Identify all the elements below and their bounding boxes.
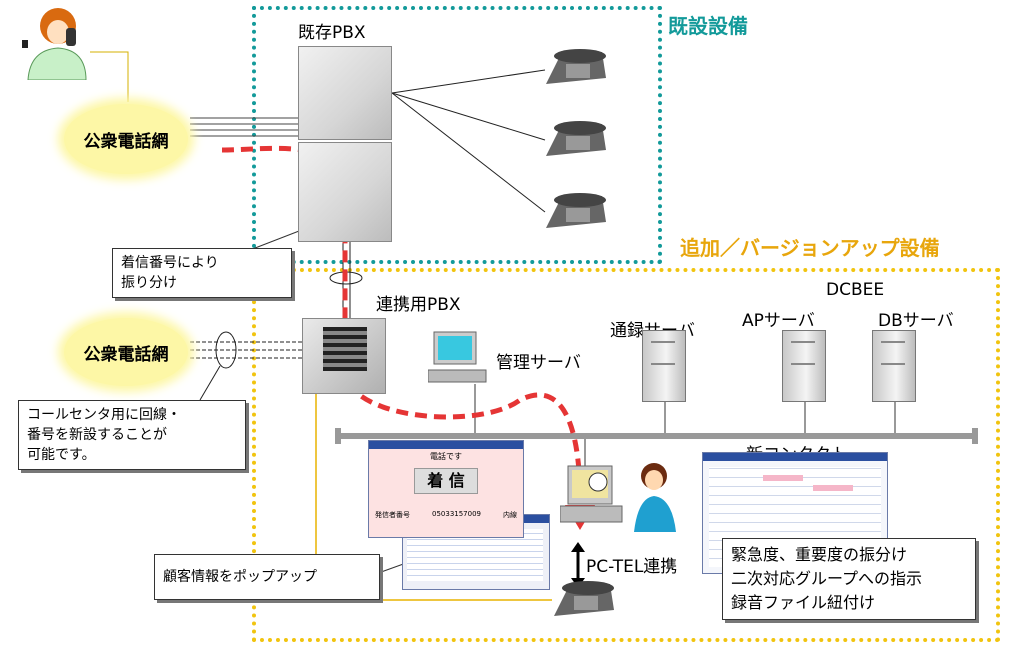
pctel-label: PC-TEL連携 xyxy=(586,557,678,577)
telephone-icon xyxy=(554,581,614,616)
server-icon xyxy=(782,330,826,402)
added-equipment-box xyxy=(252,268,1000,642)
popup-main-button: 着 信 xyxy=(414,468,478,494)
dcbee-label: DCBEE xyxy=(826,280,885,300)
db-server-label: DBサーバ xyxy=(878,311,954,331)
public-network-cloud-2: 公衆電話網 xyxy=(64,318,188,386)
public-network-cloud-1: 公衆電話網 xyxy=(64,104,188,174)
popup-number: 05033157009 xyxy=(432,510,481,518)
existing-equipment-box xyxy=(252,6,662,264)
existing-equipment-title: 既設設備 xyxy=(668,14,748,38)
pc-icon xyxy=(428,331,487,383)
existing-pbx-upper xyxy=(298,46,392,140)
telephone-icon xyxy=(546,121,606,156)
callcenter-callout-line-2: 番号を新設することが xyxy=(27,427,167,443)
route-callout-line-2: 振り分け xyxy=(121,275,177,291)
link-pbx-label: 連携用PBX xyxy=(376,295,461,315)
popup-number-label: 発信者番号 xyxy=(375,511,410,519)
callcenter-callout-line-1: コールセンタ用に回線・ xyxy=(27,407,181,423)
features-callout: 緊急度、重要度の振分け 二次対応グループへの指示 録音ファイル紐付け xyxy=(722,538,976,620)
features-callout-line-3: 録音ファイル紐付け xyxy=(731,593,876,612)
existing-pbx-lower xyxy=(298,142,392,242)
mgmt-server-label: 管理サーバ xyxy=(496,353,581,373)
server-icon xyxy=(872,330,916,402)
popup-header: 電話です xyxy=(430,452,462,461)
popup-callout: 顧客情報をポップアップ xyxy=(154,554,380,600)
added-equipment-title: 追加／バージョンアップ設備 xyxy=(680,236,940,260)
server-icon xyxy=(642,330,686,402)
features-callout-line-2: 二次対応グループへの指示 xyxy=(731,569,923,588)
callcenter-callout: コールセンタ用に回線・ 番号を新設することが 可能です。 xyxy=(18,400,246,470)
operator-icon xyxy=(560,463,676,532)
incoming-call-popup: 電話です 着 信 発信者番号 05033157009 内線 xyxy=(368,440,524,538)
telephone-icon xyxy=(546,49,606,84)
popup-callout-text: 顧客情報をポップアップ xyxy=(163,569,317,585)
features-callout-line-1: 緊急度、重要度の振分け xyxy=(731,545,908,564)
route-callout-line-1: 着信番号により xyxy=(121,255,219,271)
callcenter-callout-line-3: 可能です。 xyxy=(27,447,96,463)
existing-pbx-label: 既存PBX xyxy=(298,23,366,43)
ap-server-label: APサーバ xyxy=(742,311,815,331)
person-phone-icon xyxy=(22,8,87,80)
popup-ext: 内線 xyxy=(503,511,517,519)
pbx-icon xyxy=(302,318,386,394)
route-callout: 着信番号により 振り分け xyxy=(112,248,292,298)
telephone-icon xyxy=(546,193,606,228)
